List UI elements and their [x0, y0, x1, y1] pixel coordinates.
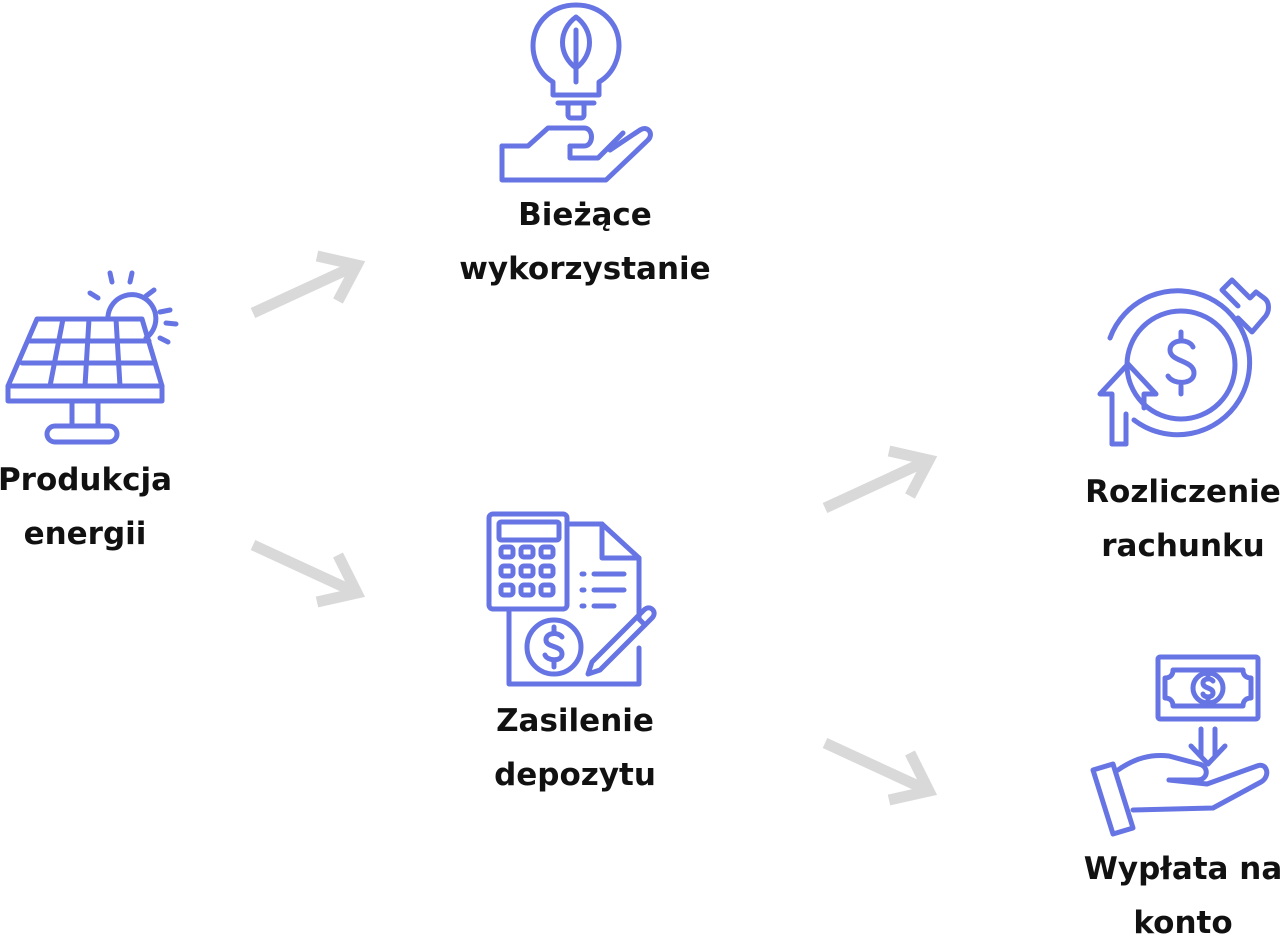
label-current-use: Bieżące wykorzystanie [459, 197, 711, 287]
label-production: Produkcja energii [0, 462, 173, 552]
label-payout: Wypłata na konto [1083, 851, 1280, 941]
solar-panel-icon [0, 268, 190, 448]
label-deposit: Zasilenie depozytu [494, 703, 656, 793]
dollar-cycle-icon [1088, 268, 1278, 450]
arrow-deposit-to-settlement [817, 440, 942, 520]
arrow-production-to-current-use [245, 245, 370, 325]
eco-bulb-hand-icon [498, 0, 658, 185]
label-settlement: Rozliczenie rachunku [1085, 474, 1280, 564]
cash-hand-icon [1085, 652, 1275, 837]
calculator-invoice-icon [484, 510, 664, 690]
arrow-deposit-to-payout [817, 733, 942, 813]
arrow-production-to-deposit [245, 535, 370, 615]
